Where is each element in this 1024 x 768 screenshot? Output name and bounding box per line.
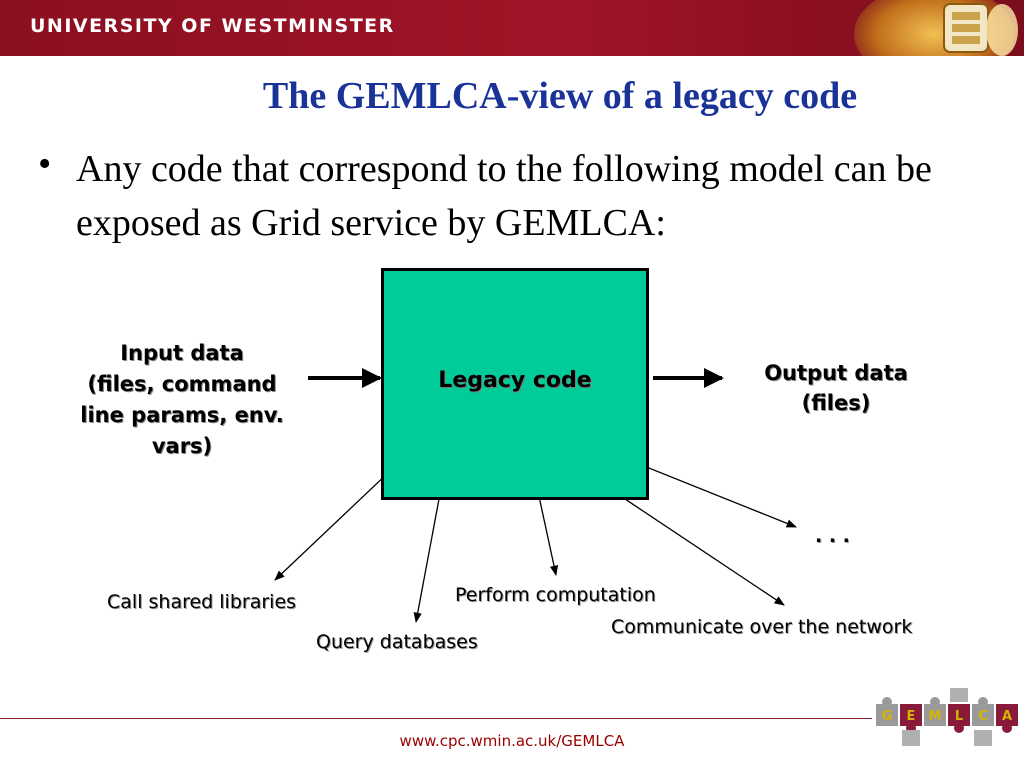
label-query-databases: Query databases <box>316 631 478 653</box>
slide-title: The GEMLCA-view of a legacy code <box>262 75 858 117</box>
bullet-text: Any code that correspond to the followin… <box>76 148 932 244</box>
arrow-more <box>633 461 797 528</box>
legacy-code-label: Legacy code <box>438 368 592 393</box>
footer-divider <box>0 718 872 719</box>
label-perform-computation: Perform computation <box>455 584 656 606</box>
arrow-perform-computation <box>536 486 559 577</box>
logo-letter-m: M <box>929 709 942 724</box>
output-data-label: Output data (files) <box>726 358 946 418</box>
input-data-label: Input data (files, command line params, … <box>44 338 320 462</box>
university-name: UNIVERSITY OF WESTMINSTER <box>30 15 395 37</box>
logo-letter-g: G <box>882 709 893 724</box>
label-call-shared-libraries: Call shared libraries <box>107 591 297 613</box>
output-line-1: Output data <box>764 361 908 385</box>
bullet-marker: • <box>38 143 52 185</box>
logo-letter-e: E <box>907 709 916 724</box>
logo-letter-a: A <box>1002 709 1012 724</box>
logo-letter-c: C <box>978 709 988 724</box>
output-line-2: (files) <box>801 391 871 415</box>
legacy-code-box <box>381 268 649 500</box>
gemlca-logo: G E M L C A <box>876 688 1018 746</box>
university-crest-image <box>854 0 1018 56</box>
label-more-actions: . . . <box>815 525 850 547</box>
logo-pieces <box>876 688 1018 746</box>
arrow-query-databases <box>413 482 443 624</box>
label-communicate-network: Communicate over the network <box>611 616 913 638</box>
input-line-2: (files, command <box>87 372 277 396</box>
input-line-1: Input data <box>120 341 244 365</box>
arrow-communicate-network <box>606 486 785 606</box>
logo-letter-l: L <box>955 709 963 724</box>
arrow-shared-libraries <box>274 471 390 581</box>
footer-url-link[interactable]: www.cpc.wmin.ac.uk/GEMLCA <box>399 732 625 750</box>
input-line-3: line params, env. <box>80 403 284 427</box>
input-line-4: vars) <box>151 434 213 458</box>
university-header-bar: UNIVERSITY OF WESTMINSTER <box>0 0 1024 56</box>
